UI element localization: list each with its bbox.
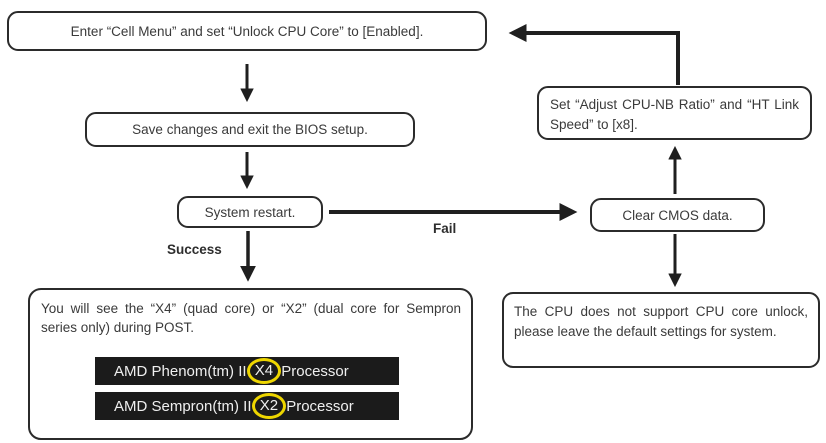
node-set-cpunb-ratio: Set “Adjust CPU-NB Ratio” and “HT Link S… bbox=[537, 86, 812, 140]
node-system-restart-text: System restart. bbox=[204, 204, 296, 220]
node-cpu-not-support-text: The CPU does not support CPU core unlock… bbox=[514, 304, 808, 339]
post-screen-sempron-prefix: AMD Sempron(tm) II bbox=[114, 397, 256, 415]
node-set-cpunb-ratio-text: Set “Adjust CPU-NB Ratio” and “HT Link S… bbox=[550, 97, 799, 132]
post-screen-sempron: AMD Sempron(tm) II X2 Processor bbox=[95, 392, 399, 420]
arrow-setratio-to-enter-loop bbox=[508, 24, 680, 85]
edge-label-fail: Fail bbox=[433, 221, 457, 236]
post-screen-phenom: AMD Phenom(tm) II X4 Processor bbox=[95, 357, 399, 385]
node-system-restart: System restart. bbox=[177, 196, 323, 228]
post-screen-phenom-prefix: AMD Phenom(tm) II bbox=[114, 362, 251, 380]
post-screen-sempron-suffix: Processor bbox=[282, 397, 354, 415]
highlight-ellipse-x4: X4 bbox=[246, 358, 282, 384]
node-save-exit-bios-text: Save changes and exit the BIOS setup. bbox=[132, 122, 368, 137]
node-post-result-text: You will see the “X4” (quad core) or “X2… bbox=[41, 301, 461, 335]
post-screen-phenom-suffix: Processor bbox=[277, 362, 349, 380]
node-save-exit-bios: Save changes and exit the BIOS setup. bbox=[85, 112, 415, 147]
node-clear-cmos-text: Clear CMOS data. bbox=[622, 207, 733, 223]
node-post-result: You will see the “X4” (quad core) or “X2… bbox=[28, 288, 473, 440]
edge-label-success: Success bbox=[167, 242, 222, 257]
node-enter-cell-menu-text: Enter “Cell Menu” and set “Unlock CPU Co… bbox=[70, 23, 424, 39]
node-enter-cell-menu: Enter “Cell Menu” and set “Unlock CPU Co… bbox=[7, 11, 487, 51]
node-clear-cmos: Clear CMOS data. bbox=[590, 198, 765, 232]
node-cpu-not-support: The CPU does not support CPU core unlock… bbox=[502, 292, 820, 368]
highlight-ellipse-x2: X2 bbox=[251, 393, 287, 419]
